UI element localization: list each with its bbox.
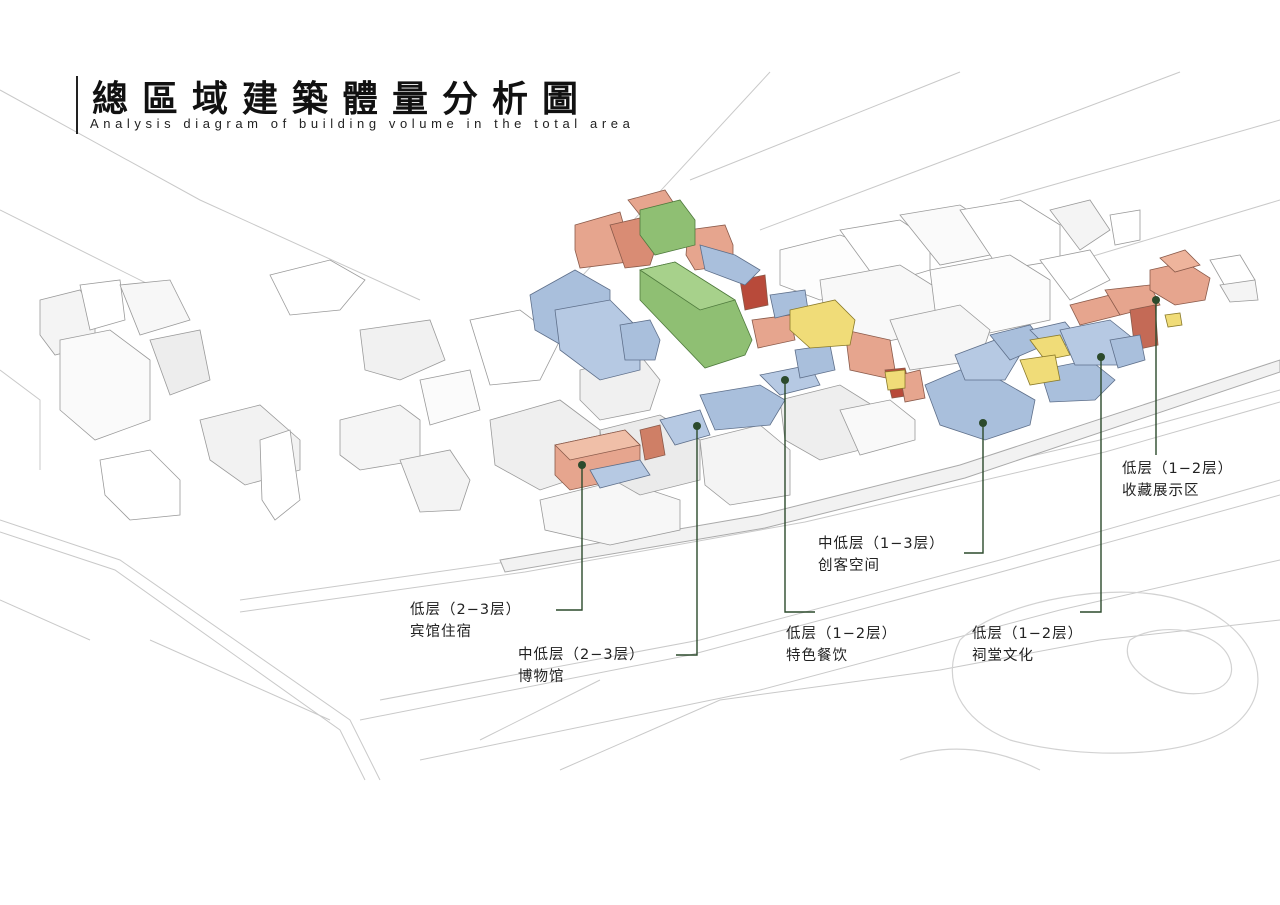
label-collection: 低层（1−2层） 收藏展示区 [1122,458,1233,502]
label-museum-line1: 中低层（2−3层） [518,647,645,663]
title-english: Analysis diagram of building volume in t… [90,116,635,131]
dot-museum [693,422,701,430]
title-chinese: 總區域建築體量分析圖 [92,78,593,120]
label-maker: 中低层（1−3层） 创客空间 [818,533,945,577]
label-hotel-line1: 低层（2−3层） [410,602,522,618]
label-ancestral: 低层（1−2层） 祠堂文化 [972,623,1083,667]
ancestral-buildings [789,299,1183,391]
label-collection-line1: 低层（1−2层） [1122,461,1234,477]
maker-buildings [924,319,1146,441]
label-ancestral-line1: 低层（1−2层） [972,626,1084,642]
dot-collection [1152,296,1160,304]
label-maker-line2: 创客空间 [818,558,880,574]
dot-hotel [578,461,586,469]
label-dining-line2: 特色餐饮 [786,648,848,664]
label-maker-line1: 中低层（1−3层） [818,536,945,552]
label-dining-line1: 低层（1−2层） [786,626,898,642]
dot-maker [979,419,987,427]
dot-ancestral [1097,353,1105,361]
label-hotel: 低层（2−3层） 宾馆住宿 [410,599,521,643]
label-collection-line2: 收藏展示区 [1122,483,1200,499]
title-bar [76,76,78,134]
leader-dots [578,296,1160,469]
green-building [639,199,753,369]
label-museum-line2: 博物馆 [518,669,565,685]
dot-dining [781,376,789,384]
collection-buildings [1149,249,1211,306]
label-ancestral-line2: 祠堂文化 [972,648,1034,664]
label-hotel-line2: 宾馆住宿 [410,624,472,640]
pond-outline [899,591,1259,771]
canal-band [499,359,1280,573]
leader-lines [556,300,1157,656]
label-museum: 中低层（2−3层） 博物馆 [518,644,645,688]
label-dining: 低层（1−2层） 特色餐饮 [786,623,897,667]
